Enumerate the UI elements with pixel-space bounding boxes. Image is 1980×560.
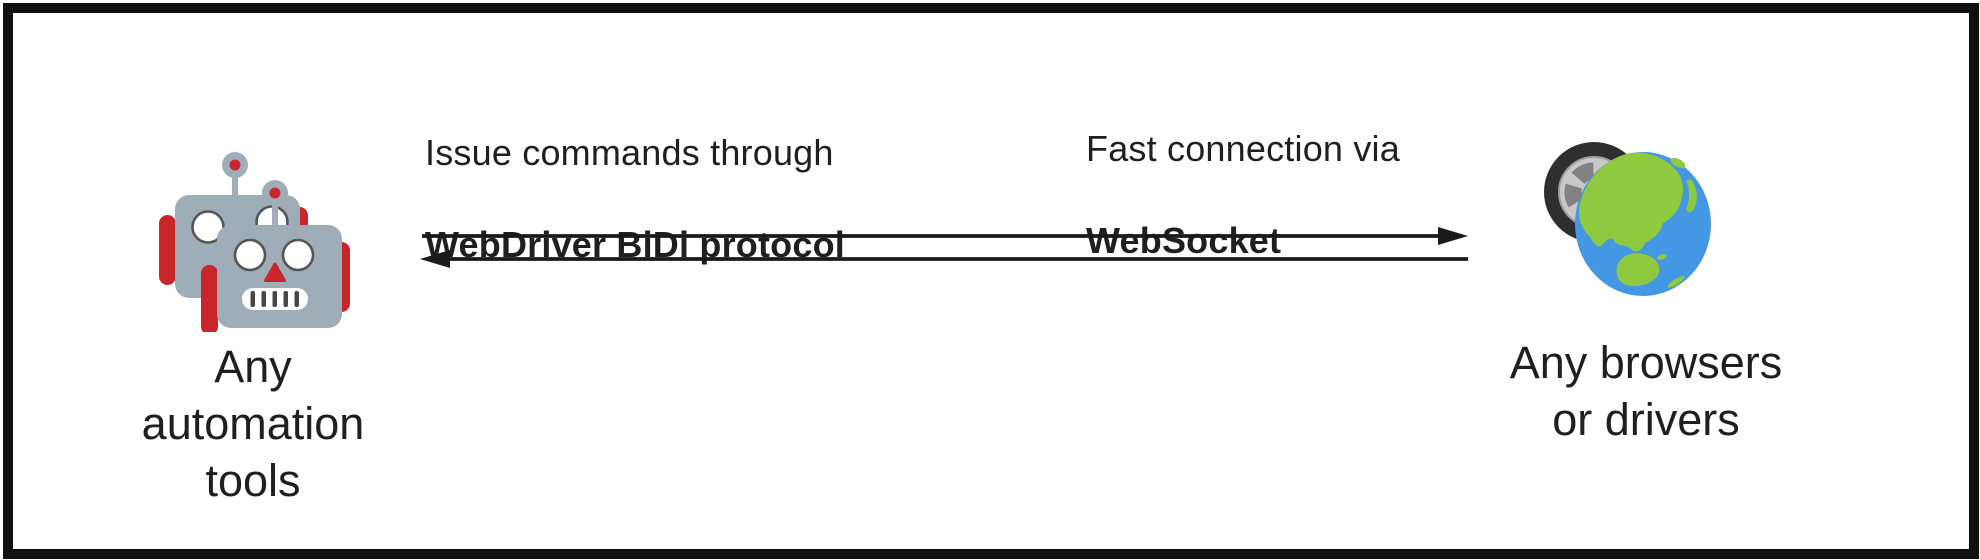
robot-ear-icon — [201, 265, 218, 332]
wheel-globe-icon — [1544, 142, 1711, 296]
globe-icon — [1575, 152, 1711, 296]
bidirectional-arrows — [420, 227, 1468, 268]
robots-icon — [159, 152, 350, 332]
arrow-left — [420, 250, 1468, 268]
left-annotation-line1: Issue commands through — [425, 132, 834, 173]
right-annotation: Fast connection via WebSocket — [1086, 80, 1400, 310]
right-annotation-line1: Fast connection via — [1086, 128, 1400, 169]
robot-eye-icon — [233, 238, 267, 272]
arrow-right — [422, 227, 1468, 245]
right-node-label: Any browsers or drivers — [1509, 337, 1783, 445]
left-node-label: Any automation tools — [141, 341, 365, 506]
left-annotation: Issue commands through WebDriver BiDi pr… — [425, 84, 845, 314]
robot-eye-icon — [281, 238, 315, 272]
robot-ear-icon — [159, 215, 176, 285]
robot-nose-icon — [264, 262, 286, 282]
robot-eye-icon — [191, 210, 225, 244]
right-annotation-line2: WebSocket — [1086, 220, 1282, 261]
